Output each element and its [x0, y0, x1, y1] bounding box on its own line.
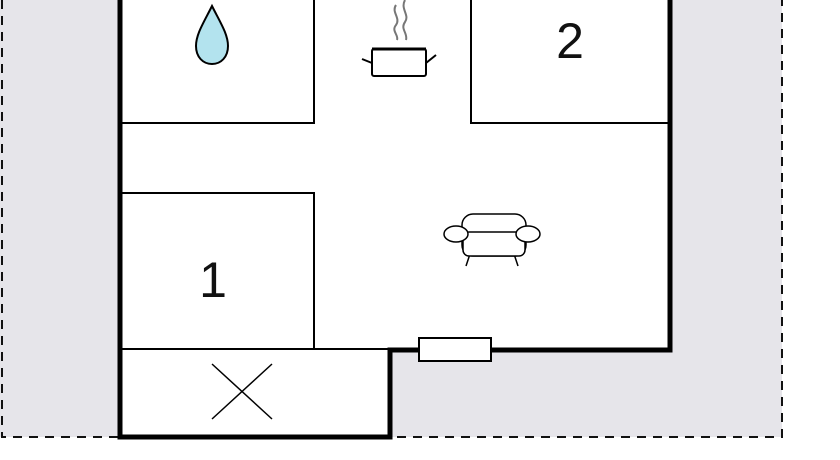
cross-icon	[211, 363, 273, 420]
bedroom-1-walls	[120, 192, 315, 349]
bedroom-1-label: 1	[199, 252, 227, 308]
house-interior	[120, 0, 670, 437]
cooking-pot-icon	[361, 0, 437, 77]
outer-walls	[117, 0, 673, 440]
water-drop-icon	[194, 3, 230, 66]
door-icon	[418, 337, 492, 362]
bathroom-walls	[120, 0, 315, 124]
sofa-icon	[443, 213, 541, 267]
bedroom-2-walls	[470, 0, 670, 124]
bedroom-2-label: 2	[556, 13, 584, 69]
